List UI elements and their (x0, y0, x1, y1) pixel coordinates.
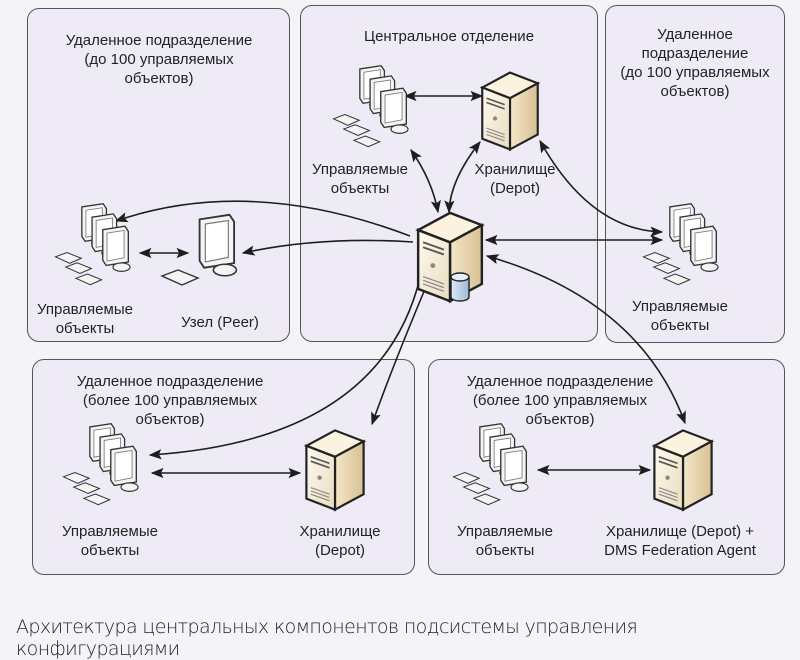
label-line: Управляемые (37, 301, 133, 318)
keyboard-icon (161, 269, 199, 286)
node-label: Хранилище (Depot) (285, 522, 395, 560)
title-line: Удаленное (657, 26, 733, 43)
node-label: Управляемые объекты (450, 522, 560, 560)
connector (485, 254, 686, 425)
connectors (114, 90, 686, 479)
managed-objects-icon (55, 204, 130, 285)
label-line: Хранилище (Depot) + (605, 523, 755, 540)
region-title: Центральное отделение (300, 27, 598, 46)
connector (148, 277, 421, 460)
managed-objects-icon (333, 66, 408, 147)
title-line: объектов) (660, 83, 730, 100)
title-line: объектов) (124, 70, 194, 87)
label-line: объекты (330, 180, 390, 197)
region-title: Удаленное подразделение (до 100 управляе… (605, 25, 785, 101)
label-line: (Depot) (489, 180, 541, 197)
managed-objects-icon (643, 204, 718, 285)
connector (241, 239, 414, 256)
node-label: Узел (Peer) (170, 313, 270, 332)
connector (410, 148, 441, 214)
title-line: подразделение (641, 45, 749, 62)
label-line: объекты (475, 542, 535, 559)
label-line: объекты (55, 320, 115, 337)
managed-objects-icon (63, 424, 138, 505)
label-line: Управляемые (312, 161, 408, 178)
database-icon (450, 272, 470, 302)
title-line: (до 100 управляемых (620, 64, 770, 81)
title-line: Удаленное подразделение (76, 373, 264, 390)
depot-server-icon (305, 429, 365, 511)
label-line: (Depot) (314, 542, 366, 559)
label-line: Управляемые (457, 523, 553, 540)
node-label: Управляемые объекты (30, 300, 140, 338)
label-line: DMS Federation Agent (604, 542, 756, 559)
title-line: (до 100 управляемых (84, 51, 234, 68)
title-line: Удаленное подразделение (65, 32, 253, 49)
label-line: объекты (80, 542, 140, 559)
title-line: Центральное отделение (363, 28, 535, 45)
depot-federation-server-icon (653, 429, 713, 511)
node-label: Хранилище (Depot) + DMS Federation Agent (600, 522, 760, 560)
region-remote-top-left (27, 8, 290, 342)
node-label: Хранилище (Depot) (460, 160, 570, 198)
region-title: Удаленное подразделение (более 100 управ… (40, 372, 300, 429)
peer-computer-icon (198, 213, 238, 277)
region-title: Удаленное подразделение (до 100 управляе… (30, 31, 288, 88)
title-line: объектов) (135, 411, 205, 428)
depot-server-icon (481, 71, 539, 151)
label-line: Узел (Peer) (181, 314, 259, 331)
managed-objects-icon (453, 424, 528, 505)
central-server-icon (416, 211, 484, 303)
connector (371, 280, 429, 426)
connector (114, 200, 411, 237)
node-label: Управляемые объекты (55, 522, 165, 560)
node-label: Управляемые объекты (305, 160, 415, 198)
label-line: Хранилище (299, 523, 381, 540)
figure-caption: Архитектура центральных компонентов подс… (16, 616, 638, 660)
title-line: (более 100 управляемых (82, 392, 258, 409)
label-line: Управляемые (62, 523, 158, 540)
connector (444, 140, 481, 214)
connector (539, 139, 664, 237)
label-line: Хранилище (474, 161, 556, 178)
